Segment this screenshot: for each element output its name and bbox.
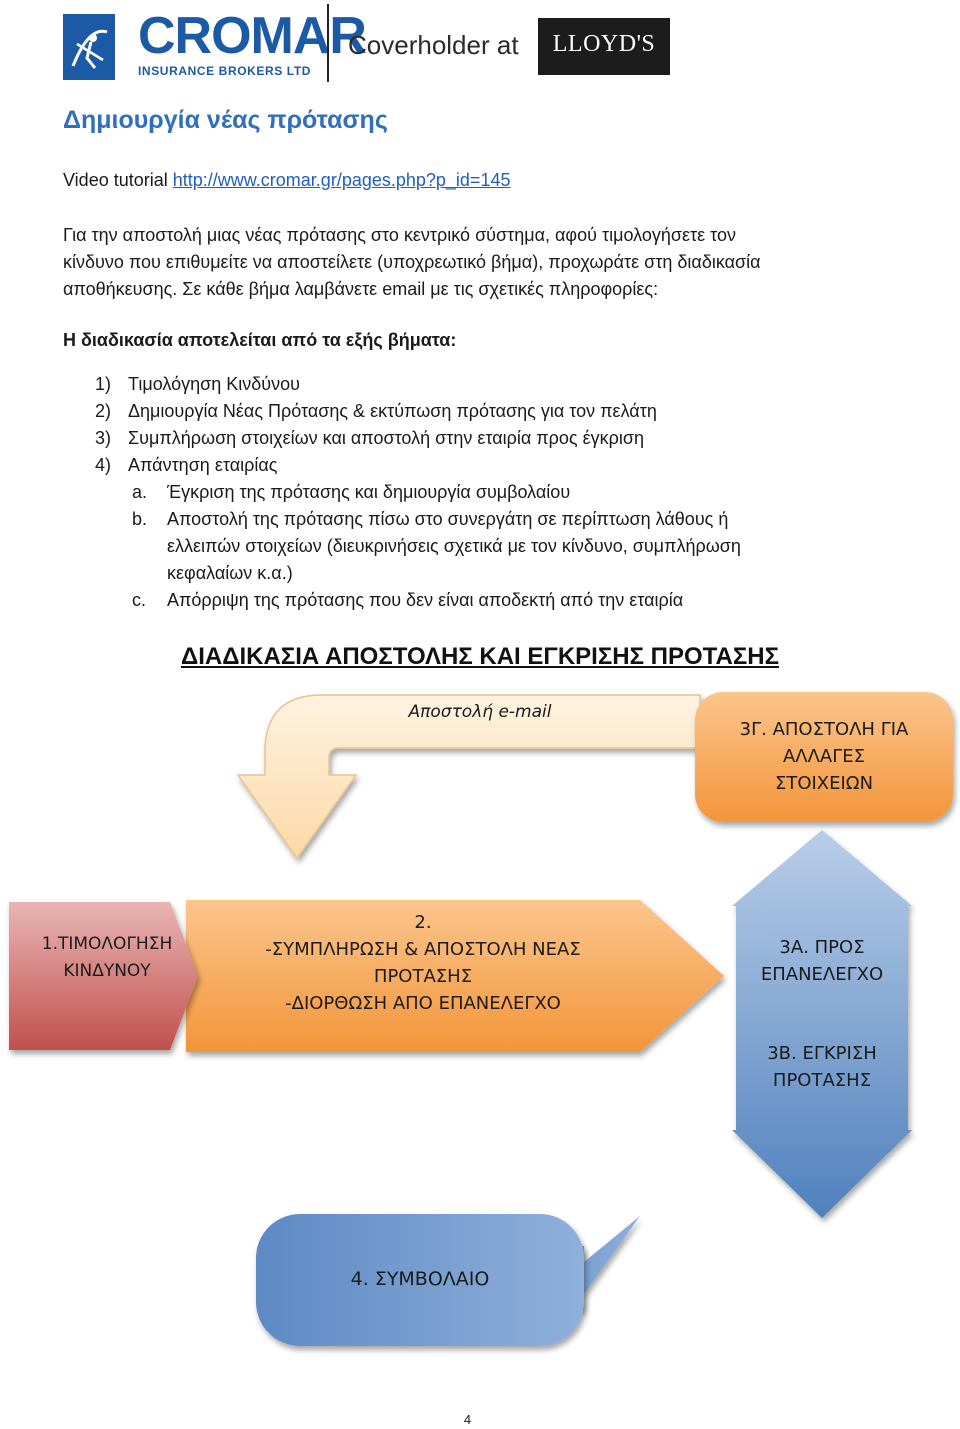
substep-letter: c. (132, 590, 147, 610)
process-diagram (9, 692, 953, 1346)
intro-line: Για την αποστολή μιας νέας πρότασης στο … (63, 225, 736, 245)
lloyds-logo (538, 18, 670, 75)
step-text: Απάντηση εταιρίας (128, 455, 278, 475)
step-number: 2) (95, 401, 112, 421)
video-tutorial-line: Video tutorial http://www.cromar.gr/page… (63, 170, 510, 191)
step-text: Τιμολόγηση Κινδύνου (128, 374, 300, 394)
page-number: 4 (463, 1412, 472, 1427)
coverholder-text: Coverholder at (348, 30, 519, 60)
steps-title: Η διαδικασία αποτελείται από τα εξής βήμ… (63, 330, 457, 350)
step-3a-label: 3Α. ΠΡΟΣ ΕΠΑΝΕΛΕΓΧΟ (760, 937, 884, 985)
substep-letter: b. (132, 509, 148, 529)
logo-name: CROMAR (138, 7, 367, 65)
substep-text: κεφαλαίων κ.α.) (167, 563, 293, 583)
video-link[interactable]: http://www.cromar.gr/pages.php?p_id=145 (172, 170, 511, 190)
video-label: Video tutorial (63, 170, 168, 190)
step-text: Δημιουργία Νέας Πρότασης & εκτύπωση πρότ… (128, 401, 657, 421)
header-divider (327, 4, 329, 82)
step-2-arrow (186, 900, 724, 1052)
arrow-label: Αποστολή e-mail (408, 702, 552, 722)
step-3g-box (695, 692, 953, 822)
intro-line: κίνδυνο που επιθυμείτε να αποστείλετε (υ… (63, 252, 761, 272)
return-arrow (236, 694, 701, 860)
substep-text: Απόρριψη της πρότασης που δεν είναι αποδ… (167, 590, 684, 610)
process-title: ΔΙΑΔΙΚΑΣΙΑ ΑΠΟΣΤΟΛΗΣ ΚΑΙ ΕΓΚΡΙΣΗΣ ΠΡΟΤΑΣ… (180, 643, 779, 670)
review-arrow (732, 830, 912, 1218)
intro-line: αποθήκευσης. Σε κάθε βήμα λαμβάνετε emai… (63, 279, 659, 299)
step-number: 1) (95, 374, 112, 394)
step-4-box (256, 1214, 584, 1346)
substep-text: Αποστολή της πρότασης πίσω στο συνεργάτη… (167, 509, 729, 529)
step-2-label: 2. -ΣΥΜΠΛΗΡΩΣΗ & ΑΠΟΣΤΟΛΗ ΝΕΑΣ ΠΡΟΤΑΣΗΣ … (265, 912, 581, 1014)
lloyds-logo-text: LLOYD'S (552, 31, 656, 57)
logo-subtitle: INSURANCE BROKERS LTD (138, 64, 312, 78)
intro-paragraph: Για την αποστολή μιας νέας πρότασης στο … (63, 222, 903, 303)
archer-icon (71, 29, 108, 69)
step-1-label: 1.ΤΙΜΟΛΟΓΗΣΗ ΚΙΝΔΥΝΟΥ (41, 934, 173, 981)
logo-mark (63, 14, 115, 80)
substep-text: Έγκριση της πρότασης και δημιουργία συμβ… (167, 482, 571, 502)
step-3b-label: 3Β. ΕΓΚΡΙΣΗ ΠΡΟΤΑΣΗΣ (767, 1043, 877, 1091)
step-4-label: 4. ΣΥΜΒΟΛΑΙΟ (350, 1268, 490, 1290)
page-title: Δημιουργία νέας πρότασης (63, 106, 388, 134)
step-number: 3) (95, 428, 112, 448)
step-text: Συμπλήρωση στοιχείων και αποστολή στην ε… (128, 428, 644, 448)
step-3g-label: 3Γ. ΑΠΟΣΤΟΛΗ ΓΙΑ ΑΛΛΑΓΕΣ ΣΤΟΙΧΕΙΩΝ (739, 719, 909, 794)
substep-text: ελλειπών στοιχείων (διευκρινήσεις σχετικ… (167, 536, 741, 556)
step-number: 4) (95, 455, 112, 475)
substep-letter: a. (132, 482, 148, 502)
step-1-box (9, 902, 198, 1050)
